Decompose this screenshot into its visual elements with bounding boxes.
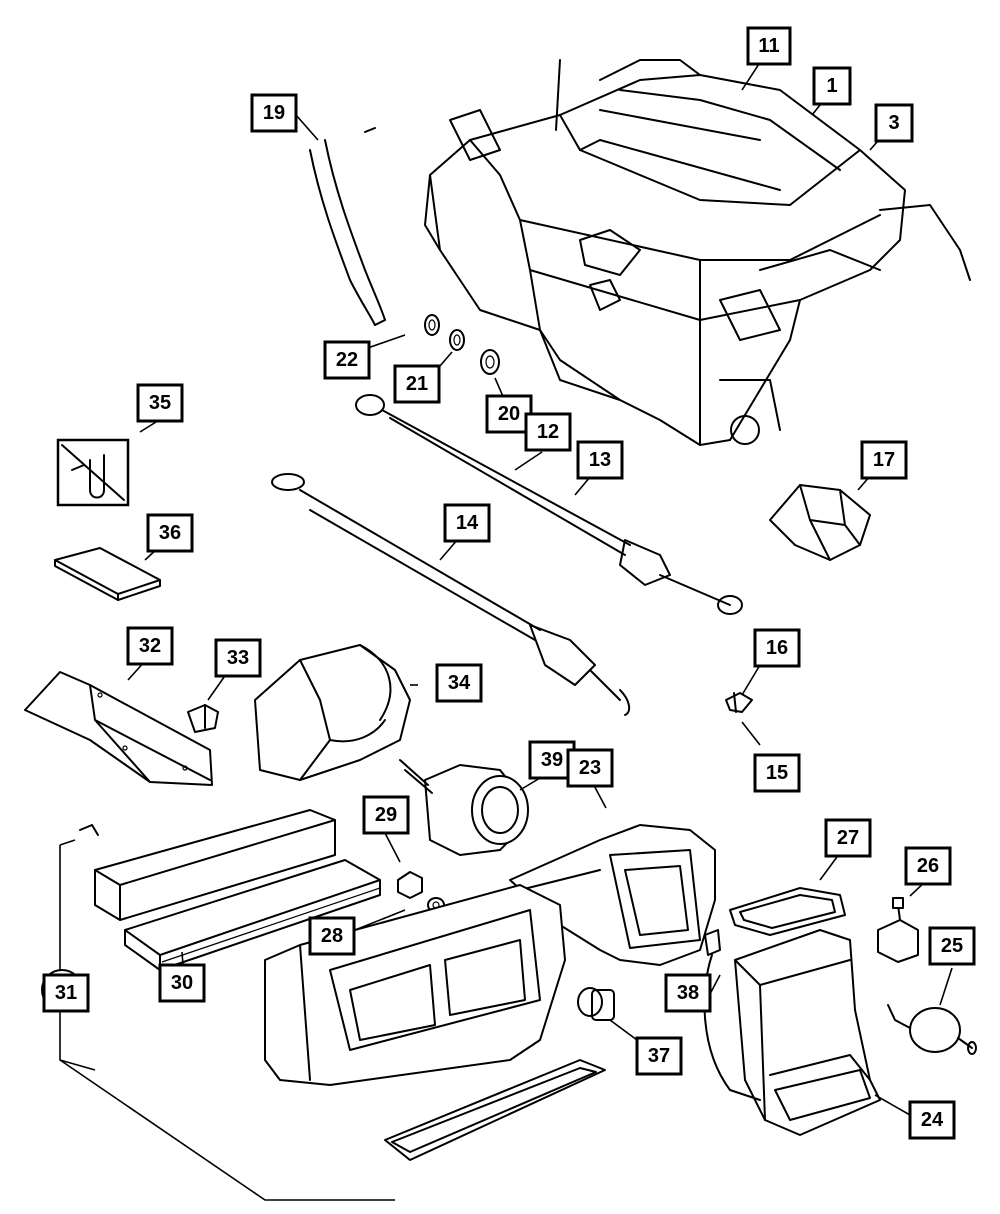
callout-35-label: 35 [149,392,171,414]
callout-31: 31 [42,973,90,1013]
callout-11-label: 11 [758,35,779,57]
callout-16-label: 16 [766,637,788,659]
temperature-sensor [577,987,615,1021]
callout-28: 28 [308,916,356,956]
callout-30-label: 30 [171,972,193,994]
control-cable-lower [271,473,631,716]
callout-27: 27 [824,818,872,858]
callout-26-label: 26 [917,855,939,877]
callout-1: 1 [812,66,852,106]
control-cable-upper [355,394,743,615]
callout-17: 17 [860,440,908,480]
callout-14: 14 [443,503,491,543]
callout-29-label: 29 [375,804,397,826]
callout-23: 23 [566,748,614,788]
callout-12-label: 12 [537,421,559,443]
callout-11: 11 [746,26,792,66]
insulator-pad [54,547,161,601]
callout-19-label: 19 [263,102,285,124]
callout-34: 34 [435,663,483,703]
vacuum-switch [877,897,919,963]
callout-24: 24 [908,1100,956,1140]
lower-housing-assembly [264,884,566,1086]
callout-19: 19 [250,93,298,133]
nut-and-grommet [397,871,445,913]
housing-gasket [384,1059,606,1161]
callout-12: 12 [524,412,572,452]
air-filter-tray [79,809,381,971]
blower-motor [399,759,529,856]
callout-27-label: 27 [837,827,859,849]
distribution-duct [703,929,881,1136]
callout-16: 16 [753,628,801,668]
callout-15: 15 [753,753,801,793]
callout-38: 38 [664,973,712,1013]
callout-36-label: 36 [159,522,181,544]
callout-35: 35 [136,383,184,423]
callout-17-label: 17 [873,449,895,471]
support-bracket [24,671,213,786]
callout-39-label: 39 [541,749,563,771]
callout-23-label: 23 [579,757,601,779]
cable-clip [725,692,753,713]
callout-32: 32 [126,626,174,666]
blower-housing [509,824,716,966]
callout-13: 13 [576,440,624,480]
callout-25-label: 25 [941,935,963,957]
callout-34-label: 34 [448,672,471,694]
callout-20-label: 20 [498,403,520,425]
callout-31-label: 31 [55,982,77,1004]
callout-29: 29 [362,795,410,835]
callout-33-label: 33 [227,647,249,669]
callout-21: 21 [393,364,441,404]
callout-25: 25 [928,926,976,966]
callout-1-label: 1 [826,75,837,97]
callout-22-label: 22 [336,349,358,371]
callout-36: 36 [146,513,194,553]
callout-3: 3 [874,103,914,143]
callout-14-label: 14 [456,512,479,534]
callout-38-label: 38 [677,982,699,1004]
callout-37-label: 37 [648,1045,670,1067]
callout-20: 20 [485,394,533,434]
callout-3-label: 3 [888,112,899,134]
door-seal [729,887,846,936]
heater-housing-assembly [424,59,971,446]
callout-24-label: 24 [921,1109,944,1131]
assembly-frame-lines [59,839,395,1201]
air-duct [254,644,411,781]
mounting-bracket [769,484,871,561]
vacuum-actuator [887,1004,977,1055]
callout-15-label: 15 [766,762,788,784]
warning-symbol-box [56,438,130,507]
callout-13-label: 13 [589,449,611,471]
drain-hose [309,127,386,326]
callout-37: 37 [635,1036,683,1076]
callout-22: 22 [323,340,371,380]
callout-21-label: 21 [406,373,428,395]
grommets [424,314,500,375]
callout-33: 33 [214,638,262,678]
callout-32-label: 32 [139,635,161,657]
callout-28-label: 28 [321,925,343,947]
retaining-clip [187,704,219,733]
callout-26: 26 [904,846,952,886]
callout-30: 30 [158,963,206,1003]
